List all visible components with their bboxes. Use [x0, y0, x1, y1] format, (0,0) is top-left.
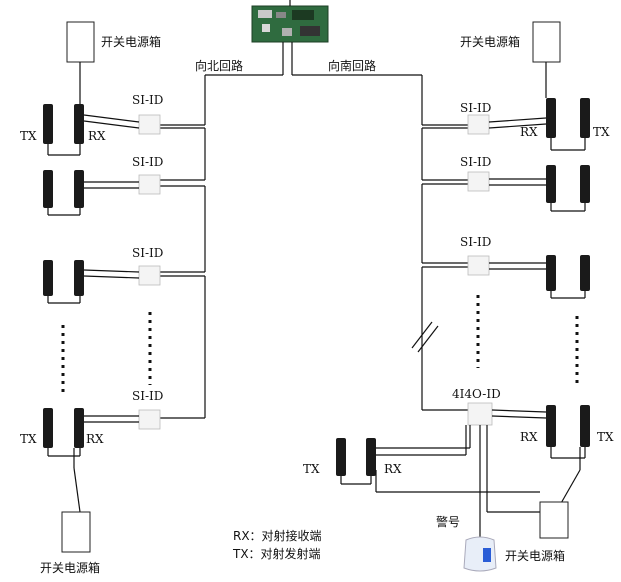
tx-label: TX — [20, 432, 37, 446]
detector-pair-south-4: RX TX — [491, 405, 614, 459]
si-id-module-north-3: SI-ID — [132, 246, 163, 286]
power-box-label: 开关电源箱 — [505, 548, 565, 563]
si-id-module-north-4: SI-ID — [132, 389, 163, 430]
detector-pair-south-2 — [489, 165, 590, 212]
si-id-module-north-1: SI-ID — [132, 93, 163, 135]
tx-label: TX — [20, 129, 37, 143]
rx-label: RX — [520, 125, 538, 139]
si-id-module-south-3: SI-ID — [460, 235, 491, 276]
si-id-module-north-2: SI-ID — [132, 155, 163, 195]
detector-pair-north-2 — [43, 170, 139, 216]
si-id-module-south-2: SI-ID — [460, 155, 491, 192]
power-box-north-bottom: 开关电源箱 — [40, 448, 100, 575]
si-id-label: SI-ID — [460, 101, 491, 115]
detector-pair-south-3 — [489, 255, 590, 299]
control-panel-board — [251, 0, 329, 43]
io-module-label: 4I4O-ID — [452, 387, 501, 401]
detector-pair-north-4: TX RX — [20, 408, 139, 457]
io-module-4i4o: 4I4O-ID — [452, 387, 501, 426]
si-id-label: SI-ID — [132, 155, 163, 169]
power-box-south-top: 开关电源箱 — [460, 21, 561, 98]
tx-label: TX — [597, 430, 614, 444]
power-box-label: 开关电源箱 — [40, 560, 100, 575]
legend: RX：对射接收端 TX：对射发射端 — [232, 528, 322, 561]
south-loop-label: 向南回路 — [328, 58, 376, 73]
rx-label: RX — [520, 430, 538, 444]
si-id-label: SI-ID — [132, 93, 163, 107]
power-box-north-top: 开关电源箱 — [66, 21, 161, 104]
detector-pair-north-3 — [43, 260, 140, 304]
si-id-label: SI-ID — [132, 246, 163, 260]
detector-pair-north-1: TX RX — [20, 104, 140, 156]
legend-tx: TX：对射发射端 — [232, 546, 321, 561]
detector-pair-south-1: RX TX — [488, 98, 610, 151]
alarm-label: 警号 — [436, 514, 460, 529]
legend-rx: RX：对射接收端 — [233, 528, 322, 543]
power-box-south-bottom: 开关电源箱 — [505, 501, 569, 563]
si-id-label: SI-ID — [132, 389, 163, 403]
si-id-label: SI-ID — [460, 155, 491, 169]
alarm-siren: 警号 — [436, 425, 497, 572]
si-id-label: SI-ID — [460, 235, 491, 249]
north-loop-label: 向北回路 — [195, 58, 243, 73]
break-mark — [411, 321, 433, 349]
power-box-label: 开关电源箱 — [101, 34, 161, 49]
si-id-module-south-1: SI-ID — [460, 101, 491, 135]
siren-icon — [463, 536, 497, 572]
rx-label: RX — [86, 432, 104, 446]
tx-label: TX — [593, 125, 610, 139]
detector-pair-south-io: TX RX — [303, 438, 402, 485]
rx-label: RX — [384, 462, 402, 476]
tx-label: TX — [303, 462, 320, 476]
power-box-label: 开关电源箱 — [460, 34, 520, 49]
rx-label: RX — [88, 129, 106, 143]
